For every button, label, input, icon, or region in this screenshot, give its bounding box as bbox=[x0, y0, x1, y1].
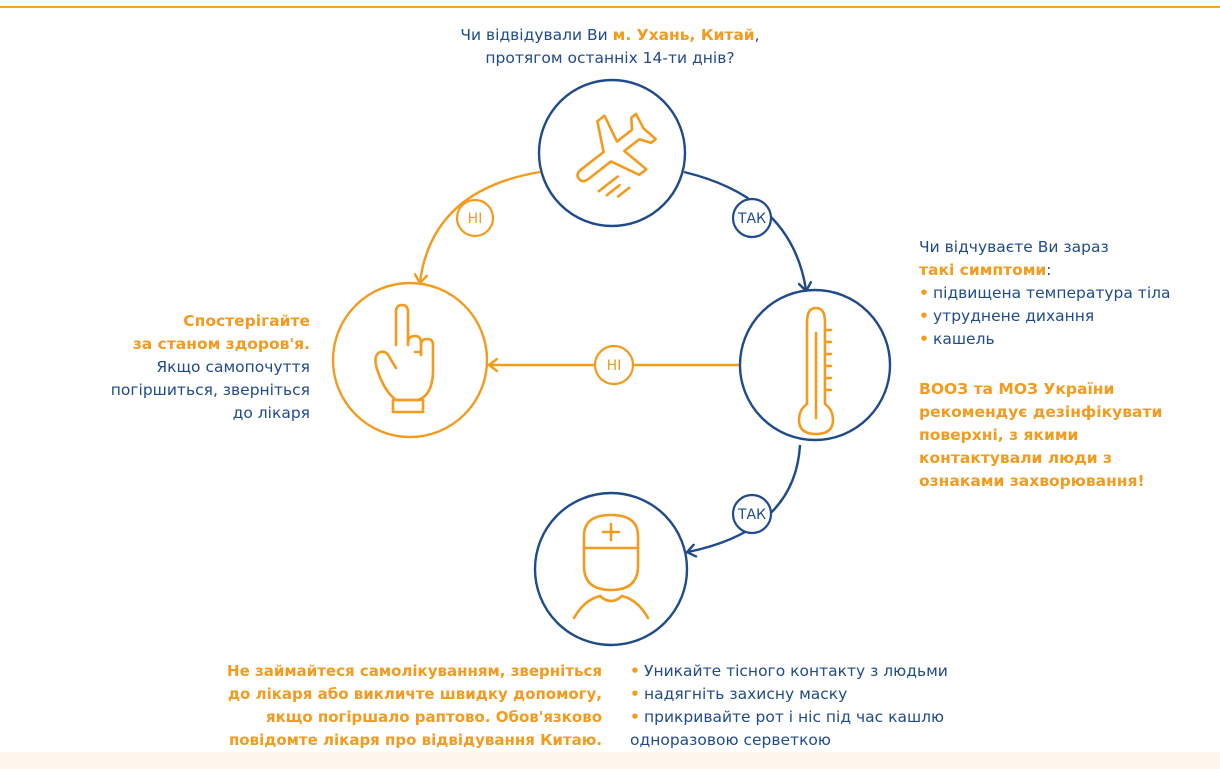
observe-bold-2: за станом здоров'я. bbox=[132, 335, 310, 353]
arrow-no-top bbox=[420, 170, 541, 282]
observe-line-3: Якщо самопочуття bbox=[156, 358, 310, 376]
airplane-circle bbox=[537, 78, 687, 228]
recommendation-line: ознаками захворювання! bbox=[919, 472, 1145, 490]
symptom-item: кашель bbox=[919, 328, 1209, 351]
question-visited-wuhan: Чи відвідували Ви м. Ухань, Китай, протя… bbox=[430, 24, 790, 70]
question1-line2: протягом останніх 14-ти днів? bbox=[485, 49, 735, 67]
badge-yes-bottom-label: ТАК bbox=[737, 507, 766, 523]
precautions-list: Уникайте тісного контакту з людьми надяг… bbox=[630, 660, 1050, 752]
thermometer-icon bbox=[797, 306, 835, 436]
badge-yes-top: ТАК bbox=[731, 197, 773, 239]
doctor-icon bbox=[572, 513, 650, 620]
question2-line1: Чи відчуваєте Ви зараз bbox=[919, 238, 1109, 256]
symptom-item: підвищена температура тіла bbox=[919, 282, 1209, 305]
badge-yes-bottom: ТАК bbox=[731, 493, 773, 535]
symptom-list: підвищена температура тіла утруднене дих… bbox=[919, 282, 1209, 351]
question1-suffix: , bbox=[754, 26, 760, 44]
observe-bold-1: Спостерігайте bbox=[183, 312, 310, 330]
advice-line: повідомте лікаря про відвідування Китаю. bbox=[228, 731, 602, 749]
question1-highlight: м. Ухань, Китай bbox=[612, 26, 755, 44]
observe-line-5: до лікаря bbox=[232, 404, 310, 422]
question2-colon: : bbox=[1046, 261, 1052, 279]
badge-no-mid: НІ bbox=[593, 344, 635, 386]
badge-no-mid-label: НІ bbox=[607, 358, 622, 374]
recommendation-line: ВООЗ та МОЗ України bbox=[919, 380, 1115, 398]
hand-circle bbox=[331, 281, 489, 439]
precaution-item: прикривайте рот і ніс під час кашлю bbox=[630, 706, 1050, 729]
recommendation-line: поверхні, з якими bbox=[919, 426, 1079, 444]
bottom-band bbox=[0, 752, 1220, 769]
question1-prefix: Чи відвідували Ви bbox=[460, 26, 613, 44]
symptom-item: утруднене дихання bbox=[919, 305, 1209, 328]
badge-yes-top-label: ТАК bbox=[737, 211, 766, 227]
precaution-continuation: одноразовою серветкою bbox=[630, 731, 831, 749]
badge-no-top-label: НІ bbox=[468, 211, 483, 227]
airplane-icon bbox=[576, 112, 658, 198]
observe-line-4: погіршиться, зверніться bbox=[110, 381, 310, 399]
precaution-item: Уникайте тісного контакту з людьми bbox=[630, 660, 1050, 683]
question-symptoms: Чи відчуваєте Ви зараз такі симптоми: пі… bbox=[919, 236, 1209, 351]
precaution-item: надягніть захисну маску bbox=[630, 683, 1050, 706]
doctor-circle bbox=[533, 491, 689, 647]
advice-line: Не займайтеся самолікуванням, зверніться bbox=[227, 662, 602, 680]
advice-line: до лікаря або викличте швидку допомогу, bbox=[227, 685, 602, 703]
recommendation-line: рекомендує дезінфікувати bbox=[919, 403, 1163, 421]
recommendation-line: контактували люди з bbox=[919, 449, 1113, 467]
observe-health-text: Спостерігайте за станом здоров'я. Якщо с… bbox=[80, 310, 310, 425]
question2-highlight: такі симптоми bbox=[919, 261, 1047, 279]
who-recommendation: ВООЗ та МОЗ України рекомендує дезінфіку… bbox=[919, 378, 1209, 493]
hand-icon bbox=[374, 303, 435, 414]
top-rule bbox=[0, 6, 1220, 8]
advice-line: якщо погіршало раптово. Обов'язково bbox=[265, 708, 602, 726]
badge-no-top: НІ bbox=[455, 198, 495, 238]
doctor-advice-text: Не займайтеся самолікуванням, зверніться… bbox=[150, 660, 602, 752]
